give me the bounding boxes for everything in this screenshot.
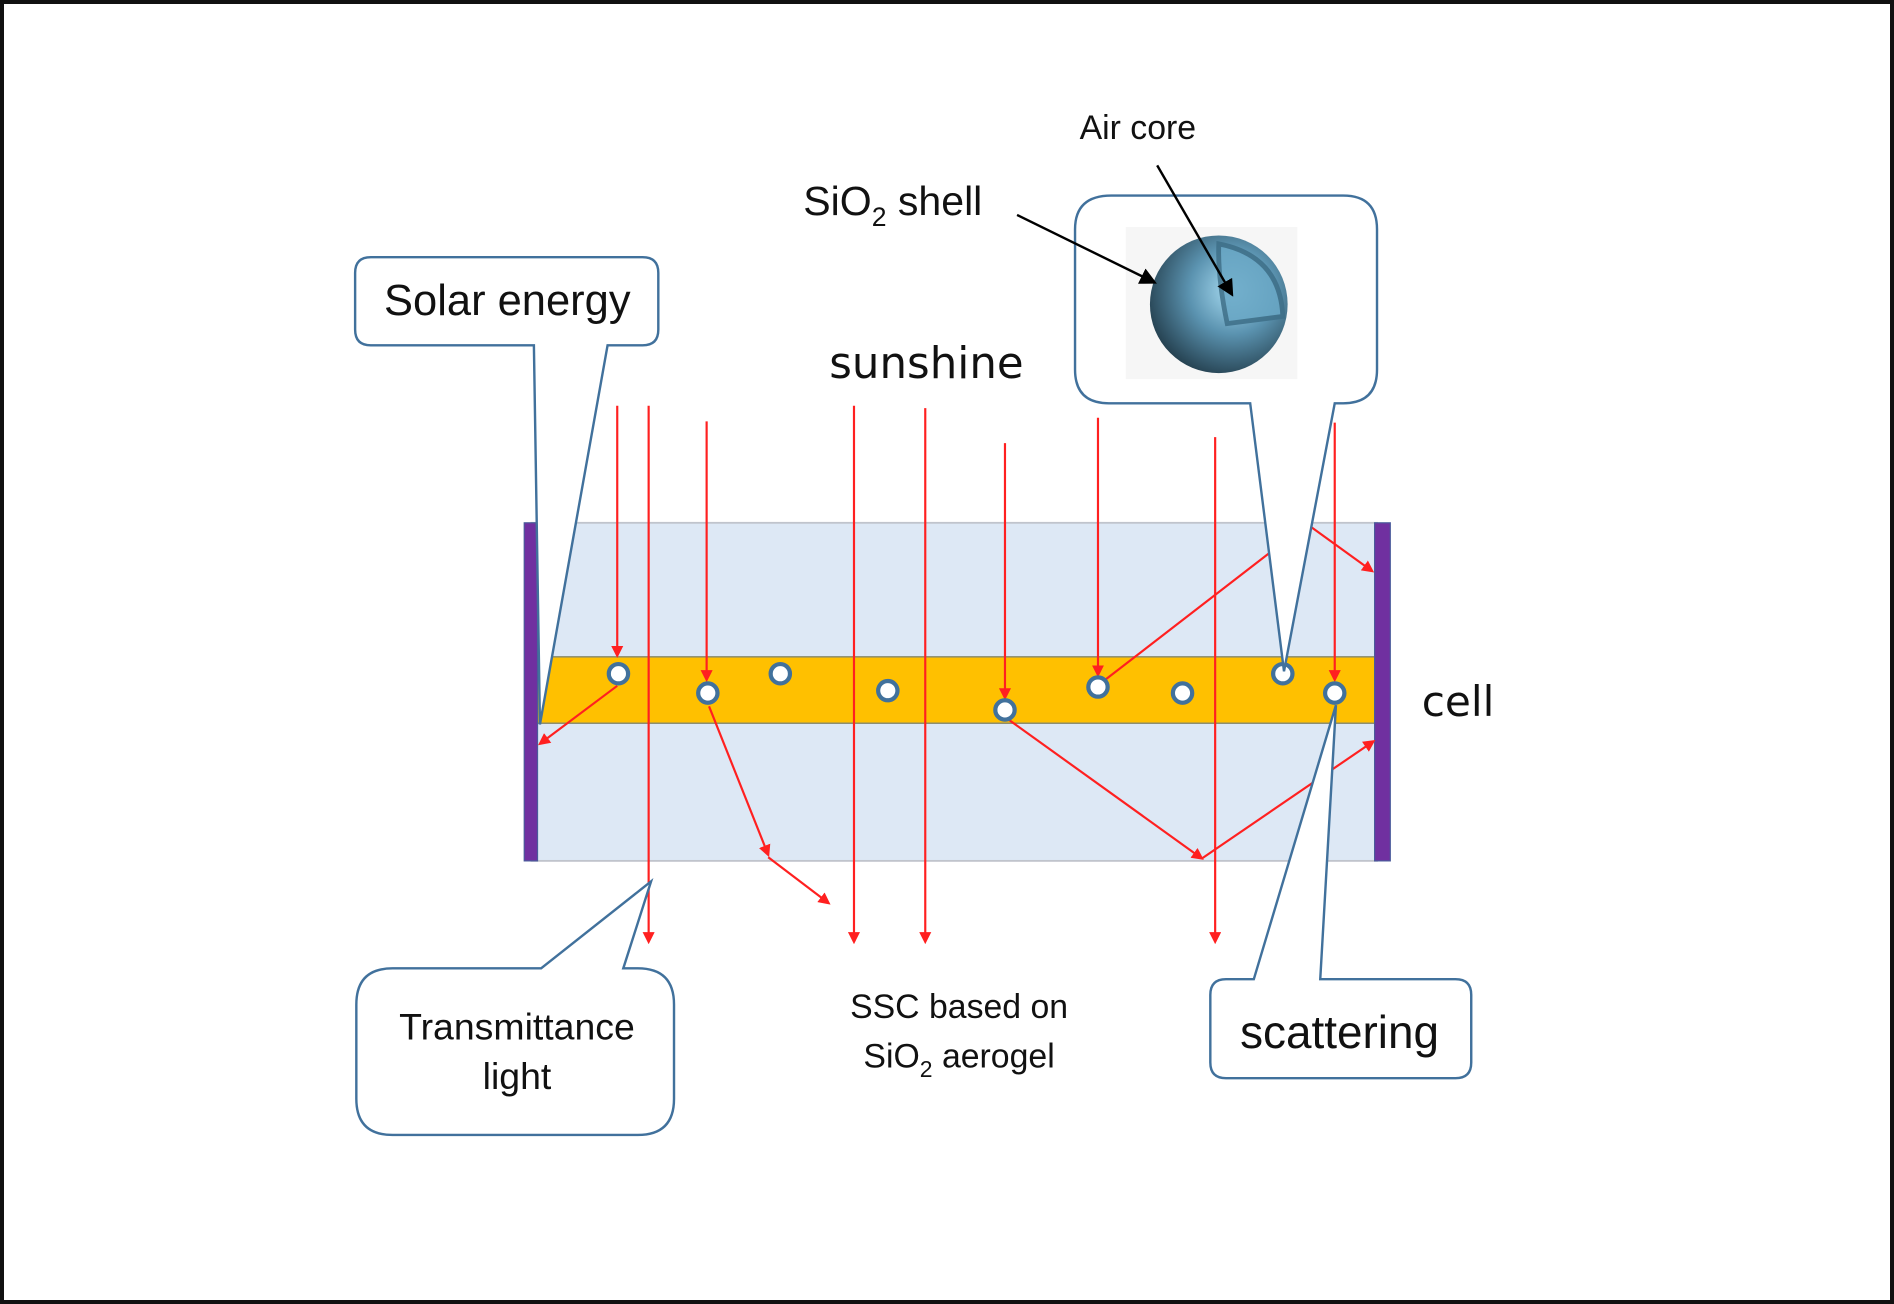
particle-band [535,656,1378,724]
hollow-particle [1322,681,1347,705]
right-cell-bar [1373,522,1391,862]
sphere-cutaway [1216,240,1286,327]
air-core-label: Air core [1080,109,1196,147]
scattering-callout [1209,704,1473,1080]
ssc-label-line2: SiO2 aerogel [863,1037,1054,1082]
scattered-ray [1306,523,1375,573]
hollow-particle [768,661,793,686]
left-cell-bar [523,522,539,862]
scattered-ray [708,705,771,858]
scattering-label: scattering [1240,1006,1439,1058]
solar-energy-label: Solar energy [384,277,631,325]
hollow-particle [696,681,720,705]
transmittance-label-line1: Transmittance [399,1006,635,1048]
sunshine-label: sunshine [829,339,1023,389]
hollow-particle [606,661,631,686]
transmittance-callout [355,878,676,1137]
hollow-particle [1170,681,1195,705]
hollow-particle [1086,675,1110,699]
scattered-ray [1201,739,1376,860]
ssc-label-line1: SSC based on [850,988,1068,1026]
solar-energy-callout [353,255,660,725]
scattered-ray [1007,718,1204,860]
transmittance-label-line2: light [483,1055,552,1097]
scattered-ray [767,856,831,905]
hollow-particle [993,698,1017,722]
cell-label: cell [1422,677,1495,726]
scattered-ray [538,684,618,746]
sio2-shell-label: SiO2 shell [803,178,982,232]
hollow-particle [876,678,900,703]
sio2-shell-pointer [1016,213,1157,284]
air-core-pointer [1156,164,1234,297]
